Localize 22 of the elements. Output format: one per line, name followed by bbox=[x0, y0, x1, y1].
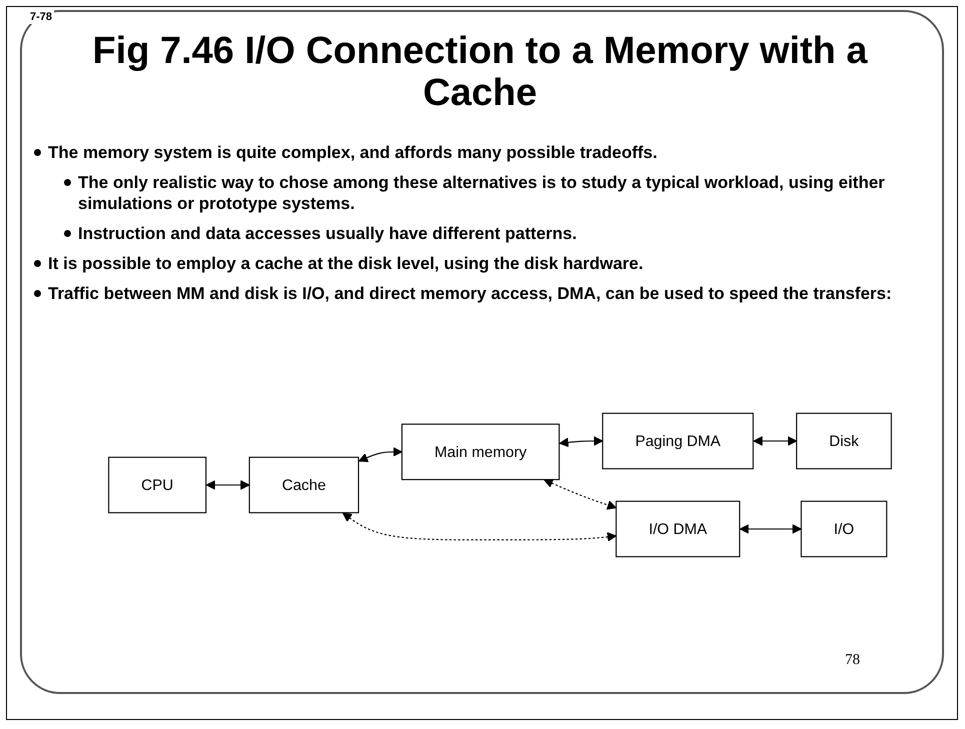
node-box: Main memory bbox=[401, 424, 560, 480]
node-box: Disk bbox=[796, 412, 892, 470]
bullet-text: The memory system is quite complex, and affords many possible tradeoffs. bbox=[48, 142, 658, 163]
bullet-text: The only realistic way to chose among these alternatives is to study a typical workload, using either simulations or prototype systems. bbox=[78, 172, 886, 214]
arrow bbox=[740, 524, 802, 534]
bullet-text: Instruction and data accesses usually have different patterns. bbox=[78, 223, 578, 244]
arrow bbox=[342, 512, 617, 542]
node-box: Cache bbox=[248, 456, 360, 514]
bullet-text: It is possible to employ a cache at the disk level, using the disk hardware. bbox=[48, 253, 644, 274]
bullet-text: Traffic between MM and disk is I/O, and direct memory access, DMA, can be used to speed the transfers: bbox=[48, 283, 893, 304]
page-number: 78 bbox=[845, 652, 860, 669]
arrow bbox=[753, 436, 797, 446]
arrow bbox=[559, 436, 604, 448]
arrow bbox=[544, 478, 617, 510]
arrow bbox=[358, 447, 402, 462]
slide-number: 7-78 bbox=[28, 10, 54, 24]
node-box: I/O DMA bbox=[616, 500, 740, 558]
node-box: I/O bbox=[800, 500, 888, 558]
node-box: Paging DMA bbox=[602, 412, 754, 470]
arrow bbox=[206, 480, 250, 490]
node-box: CPU bbox=[108, 456, 206, 514]
slide-title: Fig 7.46 I/O Connection to a Memory with a Cache bbox=[92, 30, 869, 114]
